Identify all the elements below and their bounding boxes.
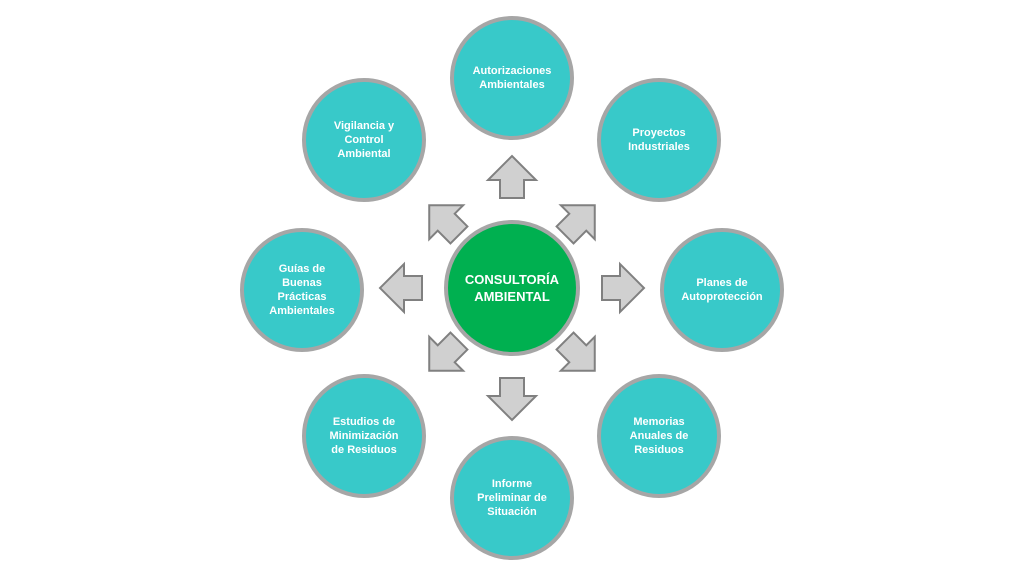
node-proyectos-industriales: Proyectos Industriales	[597, 78, 721, 202]
arrow-down-left	[428, 331, 469, 372]
node-label: Guías de Buenas Prácticas Ambientales	[269, 263, 335, 317]
arrow-down	[485, 377, 539, 422]
arrow-down-right	[555, 331, 596, 372]
node-label: Informe Preliminar de Situación	[477, 478, 547, 518]
node-vigilancia-y-control-ambiental: Vigilancia y Control Ambiental	[302, 78, 426, 202]
node-autorizaciones-ambientales: Autorizaciones Ambientales	[450, 16, 574, 140]
node-estudios-de-minimizacion-de-residuos: Estudios de Minimización de Residuos	[302, 374, 426, 498]
arrow-up	[485, 154, 539, 199]
node-label: Planes de Autoprotección	[681, 277, 763, 303]
node-planes-de-autoproteccion: Planes de Autoprotección	[660, 228, 784, 352]
arrow-left	[378, 261, 423, 315]
node-label: Memorias Anuales de Residuos	[629, 416, 689, 456]
node-label: Autorizaciones Ambientales	[472, 65, 552, 91]
arrow-right	[601, 261, 646, 315]
center-node-label: CONSULTORÍA AMBIENTAL	[464, 272, 560, 304]
center-node-consultoria-ambiental: CONSULTORÍA AMBIENTAL	[444, 220, 580, 356]
arrow-up-left	[428, 204, 469, 245]
node-label: Vigilancia y Control Ambiental	[333, 120, 395, 160]
arrow-up-right	[555, 204, 596, 245]
node-memorias-anuales-de-residuos: Memorias Anuales de Residuos	[597, 374, 721, 498]
node-label: Estudios de Minimización de Residuos	[329, 416, 399, 456]
node-label: Proyectos Industriales	[628, 127, 690, 153]
node-informe-preliminar-de-situacion: Informe Preliminar de Situación	[450, 436, 574, 560]
node-guias-de-buenas-practicas-ambientales: Guías de Buenas Prácticas Ambientales	[240, 228, 364, 352]
